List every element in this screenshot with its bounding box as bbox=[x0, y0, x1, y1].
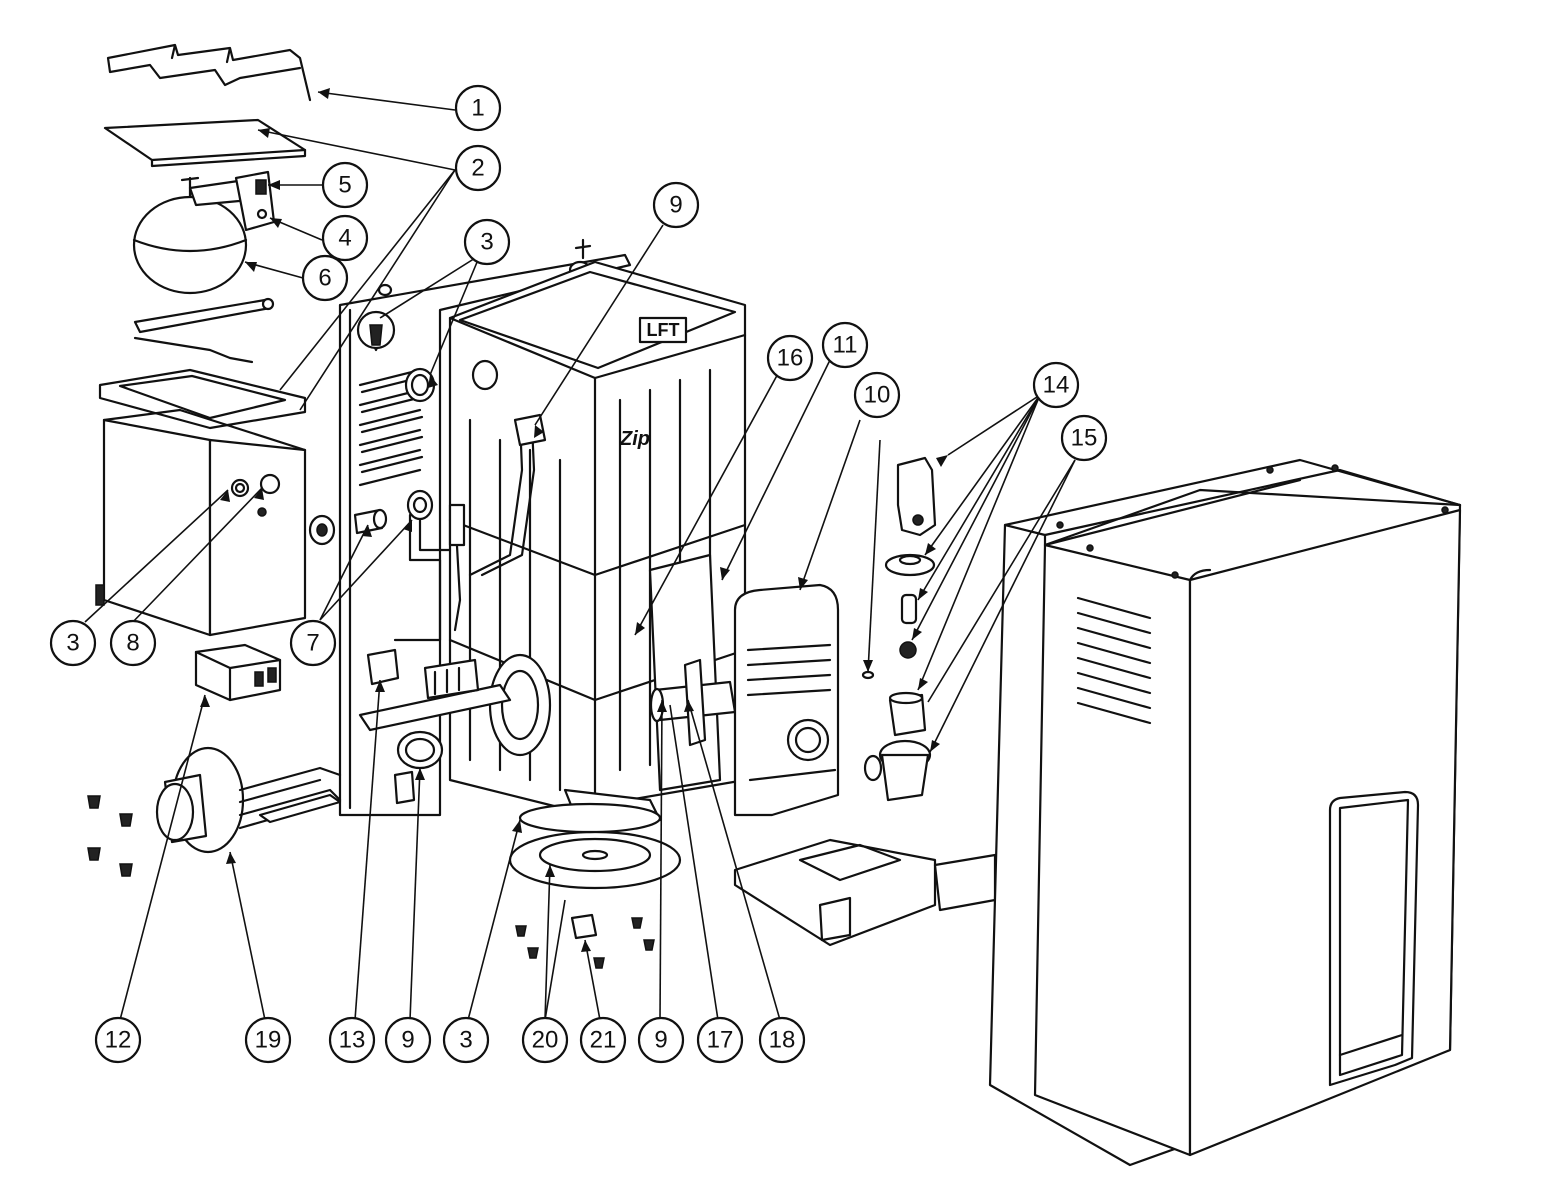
part-flange-plate bbox=[508, 802, 682, 969]
callout-9-bottom-right: 9 bbox=[637, 1016, 685, 1064]
callout-label-12: 12 bbox=[105, 1027, 132, 1054]
callout-3-left: 3 bbox=[49, 619, 97, 667]
callout-9-top: 9 bbox=[652, 181, 700, 229]
callout-label-14: 14 bbox=[1043, 372, 1070, 399]
part-tank-fitting bbox=[308, 514, 336, 546]
part-terminal-bracket bbox=[358, 648, 512, 805]
callout-label-3-left: 3 bbox=[66, 630, 79, 657]
part-outer-cabinet bbox=[988, 458, 1462, 1167]
callout-label-4: 4 bbox=[338, 225, 351, 252]
callout-16: 16 bbox=[766, 334, 814, 382]
callout-17: 17 bbox=[696, 1016, 744, 1064]
leader-lines bbox=[84, 91, 1076, 1021]
callout-label-5: 5 bbox=[338, 172, 351, 199]
part-expansion-tank bbox=[95, 408, 307, 637]
callout-label-3-bottom: 3 bbox=[459, 1027, 472, 1054]
part-wire-bracket bbox=[106, 43, 312, 102]
callout-10: 10 bbox=[853, 371, 901, 419]
callout-label-19: 19 bbox=[255, 1027, 282, 1054]
callout-label-15: 15 bbox=[1071, 425, 1098, 452]
callout-label-1: 1 bbox=[471, 95, 484, 122]
leader-arrowheads bbox=[200, 88, 948, 952]
callout-4: 4 bbox=[321, 214, 369, 262]
part-switch-block bbox=[194, 643, 282, 702]
callout-label-13: 13 bbox=[339, 1027, 366, 1054]
callout-label-11: 11 bbox=[833, 332, 858, 359]
logo-zip: Zip bbox=[619, 428, 650, 450]
callout-2: 2 bbox=[454, 144, 502, 192]
callout-3-bottom: 3 bbox=[442, 1016, 490, 1064]
callout-label-7: 7 bbox=[306, 630, 319, 657]
part-heating-element bbox=[155, 746, 342, 854]
callout-21: 21 bbox=[579, 1016, 627, 1064]
part-float-ball bbox=[132, 170, 276, 295]
callout-15: 15 bbox=[1060, 414, 1108, 462]
callout-1: 1 bbox=[454, 84, 502, 132]
callout-6: 6 bbox=[301, 254, 349, 302]
callout-7: 7 bbox=[289, 619, 337, 667]
callout-label-21: 21 bbox=[590, 1027, 617, 1054]
callout-label-16: 16 bbox=[777, 345, 804, 372]
part-screws-left bbox=[87, 795, 133, 877]
callout-label-18: 18 bbox=[769, 1027, 796, 1054]
callout-9-bottom-left: 9 bbox=[384, 1016, 432, 1064]
callout-14: 14 bbox=[1032, 361, 1080, 409]
callout-3-top: 3 bbox=[463, 218, 511, 266]
callout-label-9-bottom-right: 9 bbox=[654, 1027, 667, 1054]
callout-label-8: 8 bbox=[126, 630, 139, 657]
callout-8: 8 bbox=[109, 619, 157, 667]
callout-label-3-top: 3 bbox=[480, 229, 493, 256]
callout-18: 18 bbox=[758, 1016, 806, 1064]
callout-label-17: 17 bbox=[707, 1027, 734, 1054]
part-lid bbox=[103, 118, 307, 168]
brand-label-lft: LFT bbox=[647, 320, 680, 340]
callout-19: 19 bbox=[244, 1016, 292, 1064]
callout-label-6: 6 bbox=[318, 265, 331, 292]
part-control-cover bbox=[733, 583, 840, 817]
part-tank-gasket bbox=[98, 368, 307, 430]
callout-label-20: 20 bbox=[532, 1027, 559, 1054]
part-float-rod bbox=[133, 297, 275, 364]
callout-11: 11 bbox=[821, 321, 869, 369]
callout-label-10: 10 bbox=[864, 382, 891, 409]
callout-label-9-bottom-left: 9 bbox=[401, 1027, 414, 1054]
callout-5: 5 bbox=[321, 161, 369, 209]
part-tap-components bbox=[861, 456, 937, 802]
callout-20: 20 bbox=[521, 1016, 569, 1064]
part-drip-tray bbox=[733, 838, 997, 947]
callout-label-2: 2 bbox=[471, 155, 484, 182]
callout-13: 13 bbox=[328, 1016, 376, 1064]
callout-12: 12 bbox=[94, 1016, 142, 1064]
callout-label-9-top: 9 bbox=[669, 192, 682, 219]
